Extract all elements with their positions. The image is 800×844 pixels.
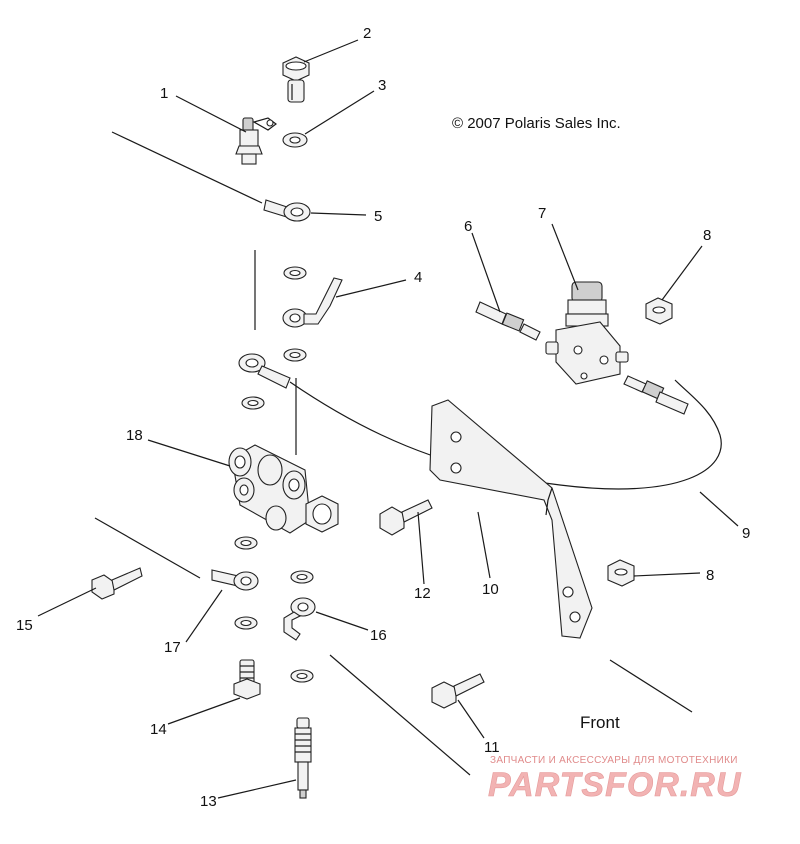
callout-3: 3 [378,77,386,94]
part-12-bolt [379,499,433,536]
callout-18: 18 [126,427,143,444]
callout-16: 16 [370,627,387,644]
part-4-banjo-line [282,277,343,328]
washers-lower [234,536,314,683]
part-18-valve-body [228,444,339,534]
callout-5: 5 [374,208,382,225]
leader-lines [37,39,739,799]
callout-13: 13 [200,793,217,810]
callout-9: 9 [742,525,750,542]
part-1-pressure-switch [235,117,277,165]
part-7-valve-block [545,281,629,385]
part-6-line-fitting [475,301,541,341]
banjo-fitting-lower [238,353,291,389]
callout-4: 4 [414,269,422,286]
callout-12: 12 [414,585,431,602]
watermark-brand: PARTSFOR.RU [488,766,742,804]
callout-10: 10 [482,581,499,598]
callout-1: 1 [160,85,168,102]
part-3-washer [282,132,308,148]
part-5-banjo-fitting [263,199,311,222]
guide-lines [94,131,693,776]
line-fitting-right [623,375,689,415]
part-10-mounting-bracket [429,399,593,639]
part-16-banjo-line [283,597,316,641]
washers-upper [241,266,307,410]
brake-line-9 [289,379,722,490]
callout-15: 15 [16,617,33,634]
part-14-banjo-bolt [233,659,261,700]
part-13-long-bolt [294,717,312,799]
callout-11: 11 [484,739,500,756]
watermark: ЗАПЧАСТИ И АКСЕССУАРЫ ДЛЯ МОТОТЕХНИКИ PA… [488,755,742,804]
callout-14: 14 [150,721,167,738]
callout-7: 7 [538,205,546,222]
callout-17: 17 [164,639,181,656]
part-2-banjo-bolt [282,56,310,103]
callout-labels: 1 2 3 5 4 6 7 8 9 10 8 12 11 13 14 15 17… [16,25,750,810]
callout-2: 2 [363,25,371,42]
callout-8-upper: 8 [703,227,711,244]
part-8-nut-upper [645,297,673,325]
part-15-bolt [91,567,143,600]
part-8-nut-lower [607,559,635,587]
watermark-tagline: ЗАПЧАСТИ И АКСЕССУАРЫ ДЛЯ МОТОТЕХНИКИ [490,755,738,766]
part-17-banjo-fitting [211,569,259,591]
callout-8-lower: 8 [706,567,714,584]
callout-6: 6 [464,218,472,235]
front-orientation-label: Front [580,713,620,732]
part-11-bolt [431,673,485,709]
copyright-notice: © 2007 Polaris Sales Inc. [452,115,621,132]
